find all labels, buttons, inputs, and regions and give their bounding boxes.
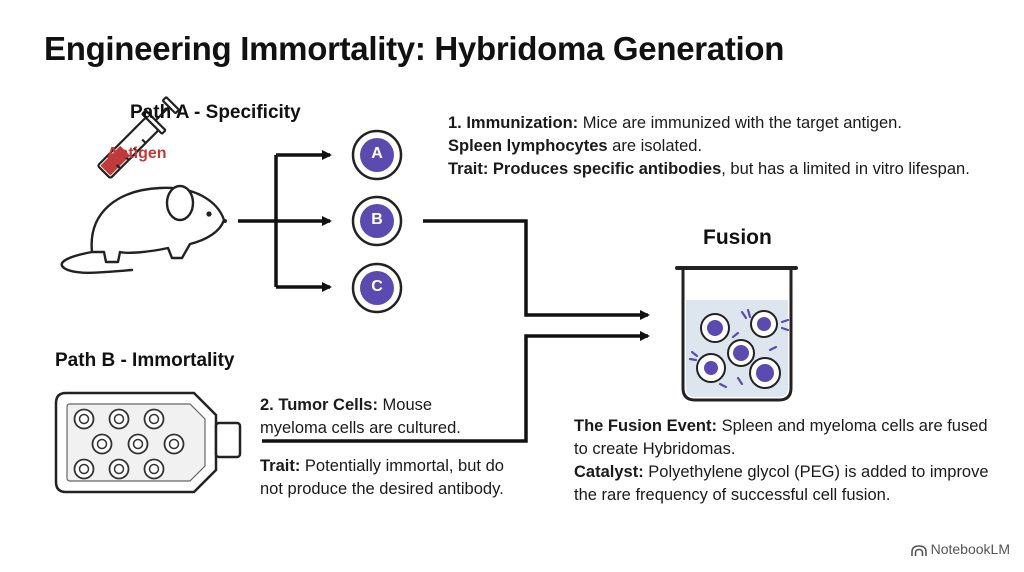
circle-a-label: A — [371, 145, 383, 162]
brand-watermark: NotebookLM — [910, 541, 1010, 557]
path-a-arrows — [238, 150, 332, 292]
fusion-event-label: The Fusion Event: — [574, 417, 718, 435]
step1-trait-label: Trait: Produces specific antibodies — [448, 160, 722, 178]
step2-trait-text: Potentially immortal, but do not produce… — [260, 457, 504, 498]
fusion-connectors — [262, 219, 650, 443]
catalyst-label: Catalyst: — [574, 463, 644, 481]
circle-b — [351, 195, 403, 247]
step2-description: 2. Tumor Cells: Mouse myeloma cells are … — [260, 394, 500, 440]
path-b-heading: Path B - Immortality — [55, 350, 235, 371]
antigen-label: Antigen — [107, 145, 167, 162]
beaker-icon — [675, 266, 798, 402]
circle-c — [351, 262, 403, 314]
page-title: Engineering Immortality: Hybridoma Gener… — [44, 30, 785, 67]
fusion-description: The Fusion Event: Spleen and myeloma cel… — [574, 415, 994, 507]
mouse-icon — [60, 184, 227, 274]
path-a-heading: Path A - Specificity — [130, 102, 301, 123]
circle-b-label: B — [371, 211, 383, 228]
spleen-lymphocytes-text: are isolated. — [607, 137, 703, 155]
notebooklm-logo-icon — [910, 545, 927, 556]
fusion-heading: Fusion — [703, 226, 772, 249]
step2-trait-label: Trait: — [260, 457, 301, 475]
step2-trait: Trait: Potentially immortal, but do not … — [260, 455, 522, 501]
flask-icon — [54, 391, 242, 494]
step2-text: Mouse myeloma cells are cultured. — [260, 396, 461, 437]
step2-label: 2. Tumor Cells: — [260, 396, 378, 414]
step1-description: 1. Immunization: Mice are immunized with… — [448, 112, 998, 181]
circle-c-label: C — [371, 278, 383, 295]
fusion-event-text: Spleen and myeloma cells are fused to cr… — [574, 417, 988, 458]
spleen-lymphocytes-label: Spleen lymphocytes — [448, 137, 608, 155]
circle-a — [351, 129, 403, 181]
brand-label: NotebookLM — [930, 541, 1010, 557]
step1-trait-text: , but has a limited in vitro lifespan. — [721, 160, 970, 178]
step1-label: 1. Immunization: — [448, 114, 579, 132]
syringe-icon — [97, 96, 180, 179]
catalyst-text: Polyethylene glycol (PEG) is added to im… — [574, 463, 989, 504]
step1-text: Mice are immunized with the target antig… — [578, 114, 902, 132]
